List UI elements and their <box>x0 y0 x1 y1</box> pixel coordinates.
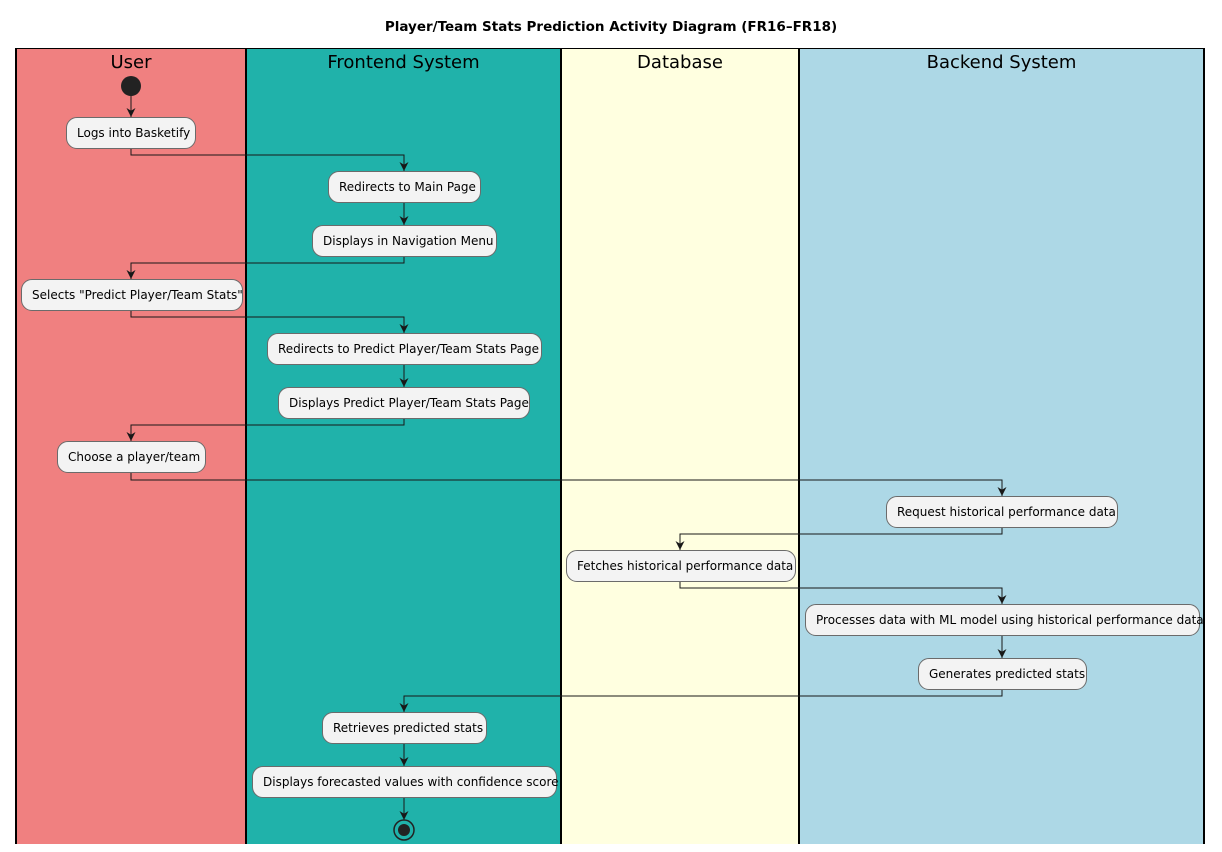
swimlane-header-frontend-system: Frontend System <box>327 52 480 73</box>
flow-arrow <box>126 257 405 279</box>
action-choose: Choose a player/team <box>57 441 206 473</box>
action-select-predict: Selects "Predict Player/Team Stats" <box>21 279 243 311</box>
action-generate: Generates predicted stats <box>918 658 1087 690</box>
flow-arrow <box>130 473 1007 496</box>
action-process-ml: Processes data with ML model using histo… <box>805 604 1204 636</box>
swimlane-header-database: Database <box>637 52 723 73</box>
flow-arrow <box>675 528 1003 550</box>
action-retrieve: Retrieves predicted stats <box>322 712 487 744</box>
swimlane-backend-system: Backend System <box>799 48 1204 844</box>
swimlane-database: Database <box>561 48 799 844</box>
action-display-forecast: Displays forecasted values with confiden… <box>252 766 559 798</box>
action-redirect-predict: Redirects to Predict Player/Team Stats P… <box>267 333 542 365</box>
diagram-title: Player/Team Stats Prediction Activity Di… <box>384 19 838 35</box>
swimlane-divider <box>798 48 800 844</box>
start-node <box>121 76 141 96</box>
action-fetch-hist: Fetches historical performance data <box>566 550 796 582</box>
swimlane-divider <box>1203 48 1205 844</box>
action-display-predict: Displays Predict Player/Team Stats Page <box>278 387 530 419</box>
swimlane-divider <box>245 48 247 844</box>
action-display-nav: Displays in Navigation Menu <box>312 225 497 257</box>
swimlane-divider <box>15 48 17 844</box>
flow-arrow <box>126 419 405 441</box>
end-node <box>393 819 415 841</box>
flow-arrow <box>399 690 1003 712</box>
action-redirect-main: Redirects to Main Page <box>328 171 481 203</box>
flow-arrow <box>130 149 409 171</box>
action-request-hist: Request historical performance data <box>886 496 1118 528</box>
swimlane-header-user: User <box>110 52 152 73</box>
swimlane-top-border <box>15 48 1205 49</box>
swimlane-header-backend-system: Backend System <box>926 52 1077 73</box>
flow-arrow <box>130 311 409 333</box>
action-login: Logs into Basketify <box>66 117 196 149</box>
swimlane-divider <box>560 48 562 844</box>
flow-arrow <box>679 582 1007 604</box>
